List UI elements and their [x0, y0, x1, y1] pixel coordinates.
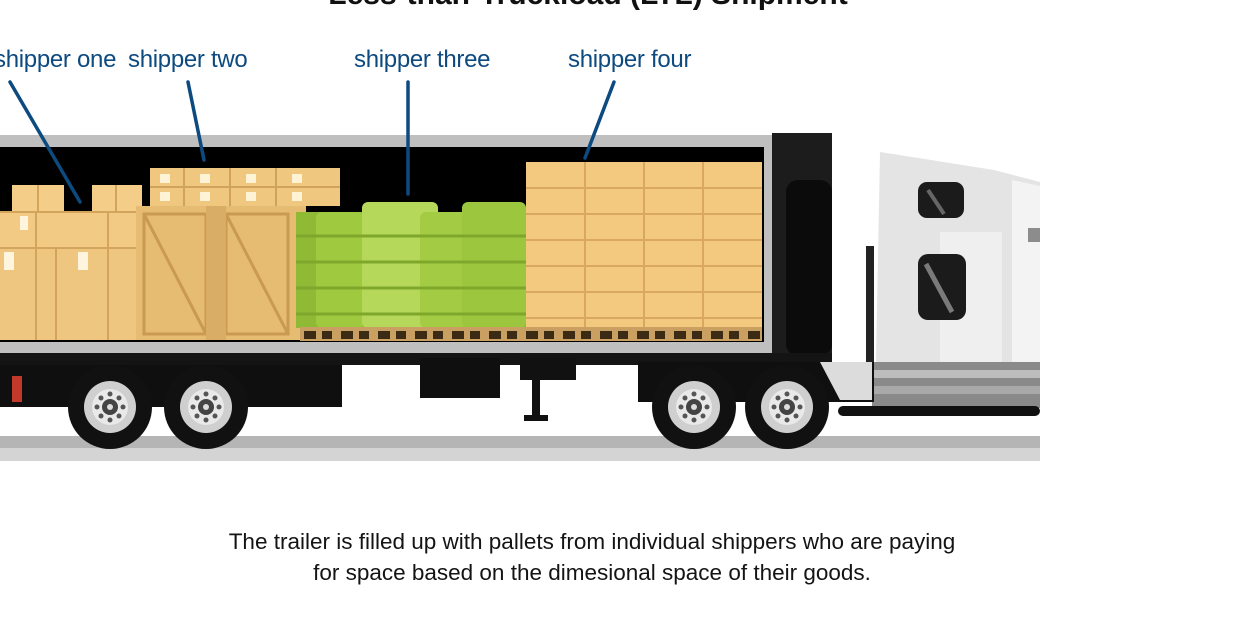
pallet-row	[300, 327, 762, 341]
wheel	[68, 365, 152, 449]
cab-step	[872, 362, 1040, 408]
shipper-four-label: shipper four	[568, 46, 692, 73]
wheel	[745, 365, 829, 449]
diagram-caption: The trailer is filled up with pallets fr…	[150, 526, 1034, 588]
caption-line-1: The trailer is filled up with pallets fr…	[228, 529, 956, 554]
shipper-four-boxes	[526, 162, 762, 328]
shipper-two-leader-line	[186, 80, 206, 162]
shipper-two-crates	[136, 168, 340, 340]
diagram-title: Less-than-Truckload (LTL) Shipment	[0, 0, 1176, 12]
shipper-one-leader-line	[8, 80, 82, 204]
shipper-one-label: shipper one	[0, 46, 117, 73]
shipper-three-drums	[296, 202, 526, 328]
cab-door-window	[918, 254, 966, 320]
wheel	[652, 365, 736, 449]
wheel	[164, 365, 248, 449]
caption-line-2: for space based on the dimesional space …	[313, 560, 871, 585]
shipper-four-leader-line	[583, 80, 616, 160]
road-surface	[0, 436, 1040, 448]
side-mirror	[1028, 228, 1040, 242]
road-shoulder	[0, 448, 1040, 461]
shipper-two-label: shipper two	[128, 46, 248, 73]
shipper-three-label: shipper three	[354, 46, 491, 73]
landing-gear	[532, 372, 540, 418]
shipper-one-cartons	[0, 185, 142, 340]
trailer-floor-beam	[0, 353, 832, 365]
fuel-tank-box	[420, 358, 500, 398]
tail-light	[12, 376, 22, 402]
